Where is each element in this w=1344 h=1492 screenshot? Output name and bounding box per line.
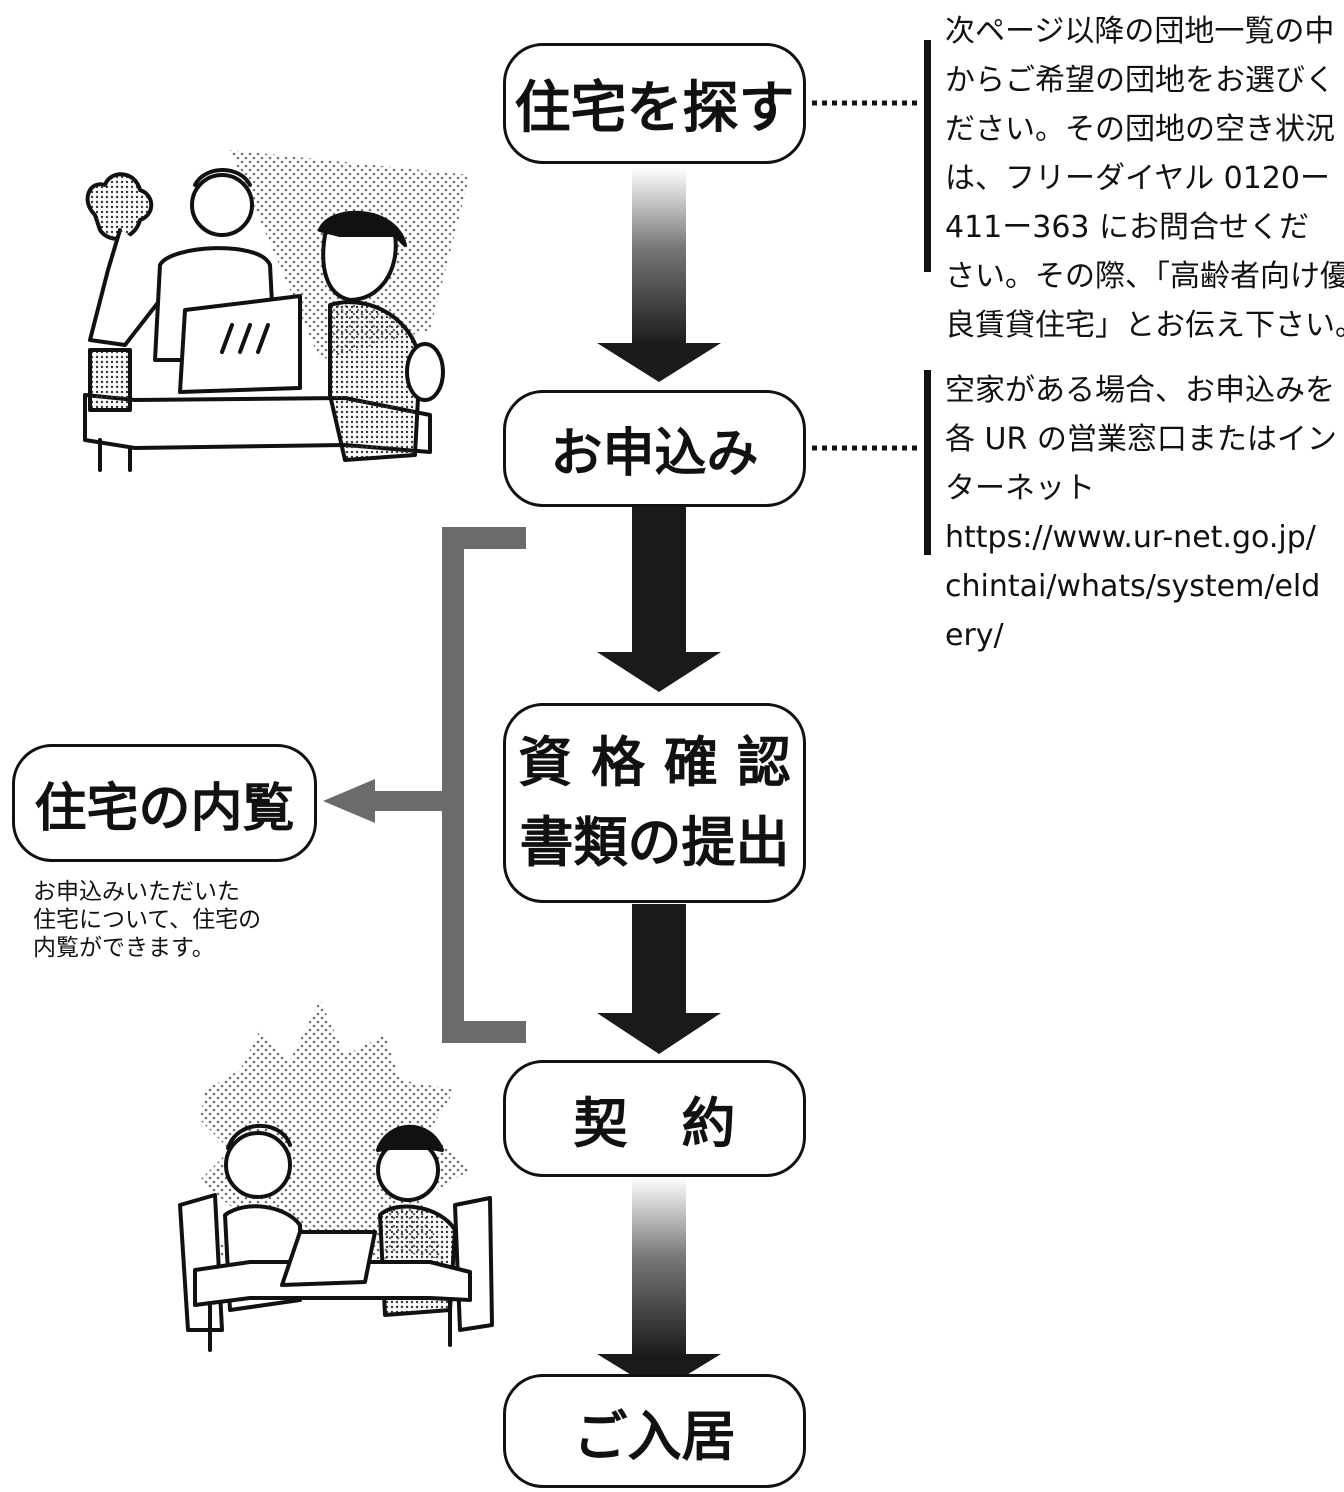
search-note-line: ださい。その団地の空き状況: [945, 112, 1335, 147]
flow-arrow-3: [597, 904, 721, 1054]
step-contract-box: 契 約: [503, 1060, 806, 1177]
viewing-caption: お申込みいただいた 住宅について、住宅の 内覧ができます。: [33, 878, 261, 962]
step-move-in-label: ご入居: [573, 1404, 736, 1468]
step-contract-label: 契 約: [573, 1092, 736, 1155]
step-apply-label: お申込み: [550, 424, 759, 484]
apply-note-line: ターネット: [945, 471, 1095, 506]
apply-note: 空家がある場合、お申込みを 各 UR の営業窓口またはイン ターネット http…: [945, 366, 1337, 660]
note-connectors: [812, 40, 931, 555]
flow-arrow-2: [597, 507, 721, 692]
step-viewing-label: 住宅の内覧: [34, 778, 295, 839]
step-search-label: 住宅を探す: [514, 76, 795, 141]
viewing-caption-line: 住宅について、住宅の: [33, 907, 262, 933]
apply-note-url-line: https://www.ur-net.go.jp/: [945, 520, 1316, 555]
viewing-bracket: [323, 527, 526, 1043]
search-note: 次ページ以降の団地一覧の中 からご希望の団地をお選びく ださい。その団地の空き状…: [945, 7, 1344, 350]
step-viewing-box: 住宅の内覧: [12, 744, 317, 862]
contract-illustration: [178, 1000, 494, 1352]
flow-arrow-4: [597, 1177, 721, 1392]
viewing-caption-line: 内覧ができます。: [33, 935, 215, 961]
apply-note-line: 各 UR の営業窓口またはイン: [945, 422, 1337, 457]
search-note-line: は、フリーダイヤル 0120ー: [945, 161, 1330, 196]
apply-note-url-line: ery/: [945, 618, 1004, 653]
step-move-in-box: ご入居: [503, 1374, 806, 1488]
search-note-line: さい。その際、「高齢者向け優: [945, 259, 1344, 294]
step-search-box: 住宅を探す: [503, 43, 806, 164]
step-docs-label-1: 資 格 確 認: [518, 731, 791, 794]
apply-note-url-line: chintai/whats/system/eld: [945, 569, 1321, 604]
search-note-line: 良賃貸住宅」とお伝え下さい。: [945, 308, 1344, 343]
search-note-line: 411ー363 にお問合せくだ: [945, 210, 1310, 245]
step-docs-label-2: 書類の提出: [519, 811, 790, 874]
flow-arrow-1: [597, 168, 721, 382]
search-note-line: 次ページ以降の団地一覧の中: [945, 14, 1335, 49]
step-apply-box: お申込み: [503, 390, 806, 507]
viewing-caption-line: お申込みいただいた: [33, 879, 240, 905]
apply-note-line: 空家がある場合、お申込みを: [945, 373, 1335, 408]
search-note-line: からご希望の団地をお選びく: [945, 63, 1335, 98]
step-docs-box: 資 格 確 認 書類の提出: [503, 703, 806, 903]
consultation-illustration: [83, 150, 470, 472]
